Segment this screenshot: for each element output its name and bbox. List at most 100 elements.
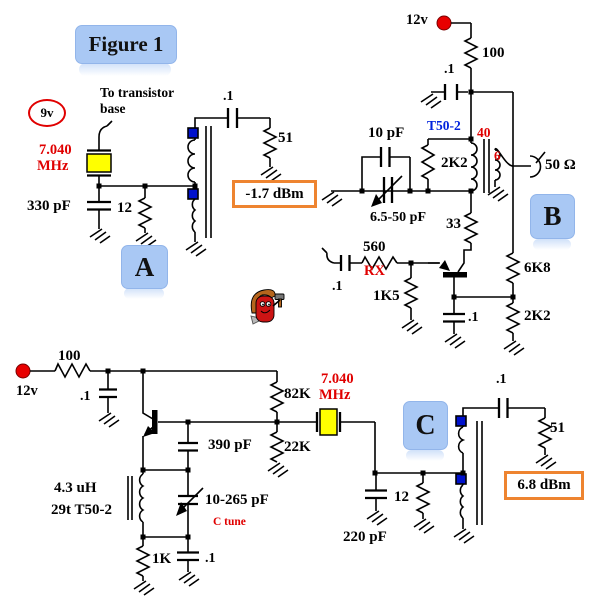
section-tag-a: A — [121, 245, 168, 289]
primary-turns-b: 40 — [477, 125, 491, 140]
winding — [187, 139, 196, 183]
res-100-b: 100 — [482, 45, 505, 61]
section-tag-b-text: B — [543, 201, 562, 231]
load-50ohm: 50 Ω — [545, 157, 576, 173]
cap-330pF: 330 pF — [27, 198, 71, 214]
resistor — [420, 144, 436, 180]
res-6K8: 6K8 — [524, 260, 551, 276]
cap-tune-range: 10-265 pF — [205, 492, 269, 508]
secondary-turns-b: 6 — [494, 148, 501, 163]
resistor — [505, 252, 521, 284]
transistor-bar — [443, 272, 467, 278]
power-out-a-text: -1.7 dBm — [245, 185, 304, 202]
figure-title-text: Figure 1 — [88, 32, 164, 56]
inductor-value: 4.3 uH — [54, 480, 97, 496]
xtal-freq-a: 7.040 — [39, 142, 72, 158]
winding — [191, 198, 197, 233]
circuit-a-graphics — [86, 108, 282, 257]
resistor — [262, 127, 278, 159]
emitter-arrow — [439, 260, 450, 271]
core-lines — [127, 476, 133, 520]
res-2K2-bias: 2K2 — [524, 308, 551, 324]
power-out-a: -1.7 dBm — [232, 180, 317, 208]
tag-c-reflection — [406, 450, 444, 461]
supply-voltage-b: 12v — [406, 12, 428, 28]
resistor — [361, 255, 398, 271]
core-lines — [476, 421, 483, 525]
cap-390pF: 390 pF — [208, 437, 252, 453]
tag-a-reflection — [124, 288, 164, 299]
res-51-a: 51 — [278, 130, 293, 146]
res-33: 33 — [446, 216, 461, 232]
res-12-a: 12 — [117, 200, 132, 216]
res-1K: 1K — [152, 551, 172, 567]
resistor — [269, 431, 285, 463]
inductor-winding: 29t T50-2 — [51, 502, 112, 518]
res-12-c: 12 — [394, 489, 409, 505]
mascot-icon — [250, 289, 285, 325]
supply-dot — [436, 15, 452, 31]
cap-base-b: .1 — [468, 310, 479, 325]
supply-voltage-c: 12v — [16, 383, 38, 399]
power-out-c-text: 6.8 dBm — [517, 477, 571, 493]
resistor — [137, 197, 153, 229]
cap-trimmer-b: 6.5-50 pF — [370, 210, 426, 225]
circuit-c-graphics — [15, 362, 557, 596]
winding — [459, 484, 465, 519]
title-reflection — [79, 63, 171, 76]
cap-out-c: .1 — [496, 372, 507, 387]
resistor — [463, 37, 479, 69]
res-2K2-tank: 2K2 — [441, 155, 468, 171]
cap-bypass-b: .1 — [444, 62, 455, 77]
section-tag-c: C — [403, 401, 448, 450]
supply-voltage-a: 9v — [28, 99, 66, 127]
res-22K: 22K — [284, 439, 311, 455]
figure-title: Figure 1 — [75, 25, 177, 64]
transistor-bar — [152, 410, 158, 434]
resistor — [537, 417, 553, 449]
crystal-c — [319, 408, 338, 436]
trimmer-arrowhead — [371, 194, 382, 207]
res-51-c: 51 — [550, 420, 565, 436]
winding-phase-dot — [455, 415, 467, 427]
resistor — [54, 362, 91, 379]
core-type-b: T50-2 — [427, 118, 461, 133]
cap-bypass-c: .1 — [80, 389, 91, 404]
trimmer-arrowhead — [176, 502, 187, 516]
note-to-transistor: To transistor — [100, 85, 175, 100]
note-base: base — [100, 101, 126, 116]
section-tag-a-text: A — [134, 251, 155, 282]
resistor — [415, 482, 431, 514]
winding — [457, 426, 466, 454]
resistor — [505, 302, 521, 334]
res-100-c: 100 — [58, 348, 81, 364]
section-tag-b: B — [530, 194, 575, 239]
trimmer-arrow — [377, 175, 403, 201]
cap-10pF: 10 pF — [368, 125, 405, 141]
rx-label: RX — [364, 263, 385, 279]
supply-dot — [15, 363, 31, 379]
cap-input-b: .1 — [332, 279, 343, 294]
resistor — [135, 545, 151, 577]
tag-b-reflection — [533, 239, 571, 250]
offpage-hook — [98, 120, 113, 150]
coax-connector — [529, 151, 546, 178]
xtal-unit-c: MHz — [319, 387, 351, 403]
section-tag-c-text: C — [415, 409, 436, 441]
winding-phase-dot — [187, 188, 199, 200]
winding-phase-dot — [187, 127, 199, 139]
res-82K: 82K — [284, 386, 311, 402]
cap-out-a: .1 — [223, 89, 234, 104]
winding — [138, 473, 145, 523]
res-1K5: 1K5 — [373, 288, 400, 304]
circuit-b-graphics — [321, 15, 546, 356]
emitter-arrow — [143, 426, 155, 437]
core-lines — [483, 139, 490, 193]
cap-emitter-c: .1 — [205, 551, 216, 566]
resistor — [403, 277, 419, 309]
power-out-c: 6.8 dBm — [504, 471, 584, 500]
cap-220pF: 220 pF — [343, 529, 387, 545]
core-lines — [205, 126, 212, 238]
